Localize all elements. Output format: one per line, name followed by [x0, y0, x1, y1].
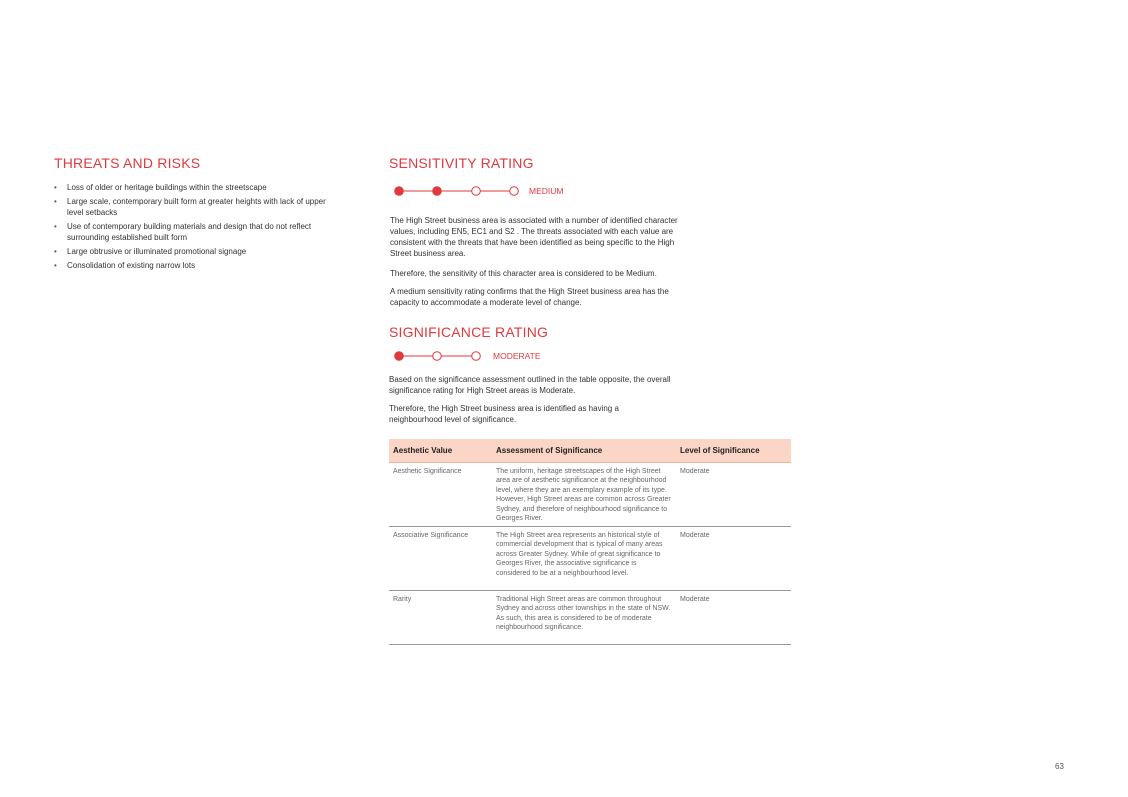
sensitivity-paragraph-2-text: Therefore, the sensitivity of this chara…	[390, 269, 627, 278]
list-item: Use of contemporary building materials a…	[54, 221, 344, 243]
page-number: 63	[1055, 762, 1064, 771]
table-row: Rarity Traditional High Street areas are…	[389, 590, 791, 645]
significance-paragraph-2: Therefore, the High Street business area…	[389, 404, 619, 424]
column-header: Assessment of Significance	[492, 439, 676, 463]
sensitivity-title: SENSITIVITY RATING	[389, 155, 534, 171]
rating-dot-empty	[471, 186, 481, 196]
significance-table-container: Aesthetic Value Assessment of Significan…	[389, 439, 791, 645]
table-cell: Moderate	[676, 462, 791, 527]
sensitivity-paragraph-3: A medium sensitivity rating confirms tha…	[390, 287, 669, 307]
significance-title: SIGNIFICANCE RATING	[389, 324, 549, 340]
table-cell: Rarity	[389, 590, 492, 645]
rating-dot-filled	[394, 186, 404, 196]
significance-value: Moderate.	[539, 386, 576, 395]
table-cell: Aesthetic Significance	[389, 462, 492, 527]
table-cell: Associative Significance	[389, 526, 492, 591]
sensitivity-rating-label: MEDIUM	[529, 186, 564, 196]
table-cell: The uniform, heritage streetscapes of th…	[492, 462, 676, 527]
significance-rating-label: MODERATE	[493, 351, 541, 361]
rating-dot-empty	[432, 351, 442, 361]
list-item: Large obtrusive or illuminated promotion…	[54, 246, 344, 257]
rating-dot-filled	[394, 351, 404, 361]
rating-dot-empty	[471, 351, 481, 361]
list-item: Loss of older or heritage buildings with…	[54, 182, 344, 193]
threats-list: Loss of older or heritage buildings with…	[54, 182, 344, 274]
table-cell: The High Street area represents an histo…	[492, 526, 676, 591]
table-row: Associative Significance The High Street…	[389, 526, 791, 591]
sensitivity-rating-scale	[394, 186, 519, 196]
significance-rating-scale	[394, 351, 481, 361]
significance-paragraph-1-text: Based on the significance assessment out…	[389, 375, 671, 395]
table-cell: Traditional High Street areas are common…	[492, 590, 676, 645]
rating-dot-empty	[509, 186, 519, 196]
table-cell: Moderate	[676, 526, 791, 591]
threats-title: THREATS AND RISKS	[54, 155, 201, 171]
sensitivity-paragraph-1: The High Street business area is associa…	[390, 216, 678, 258]
significance-paragraph-1: Based on the significance assessment out…	[389, 374, 684, 396]
sensitivity-paragraph-2: Therefore, the sensitivity of this chara…	[390, 268, 700, 279]
table-cell: Moderate	[676, 590, 791, 645]
list-item: Large scale, contemporary built form at …	[54, 196, 344, 218]
sensitivity-value: Medium.	[626, 269, 657, 278]
table-row: Aesthetic Significance The uniform, heri…	[389, 462, 791, 527]
table-header-row: Aesthetic Value Assessment of Significan…	[389, 439, 791, 463]
list-item: Consolidation of existing narrow lots	[54, 260, 344, 271]
column-header: Level of Significance	[676, 439, 791, 463]
rating-dot-filled	[432, 186, 442, 196]
significance-table: Aesthetic Value Assessment of Significan…	[389, 439, 791, 645]
column-header: Aesthetic Value	[389, 439, 492, 463]
